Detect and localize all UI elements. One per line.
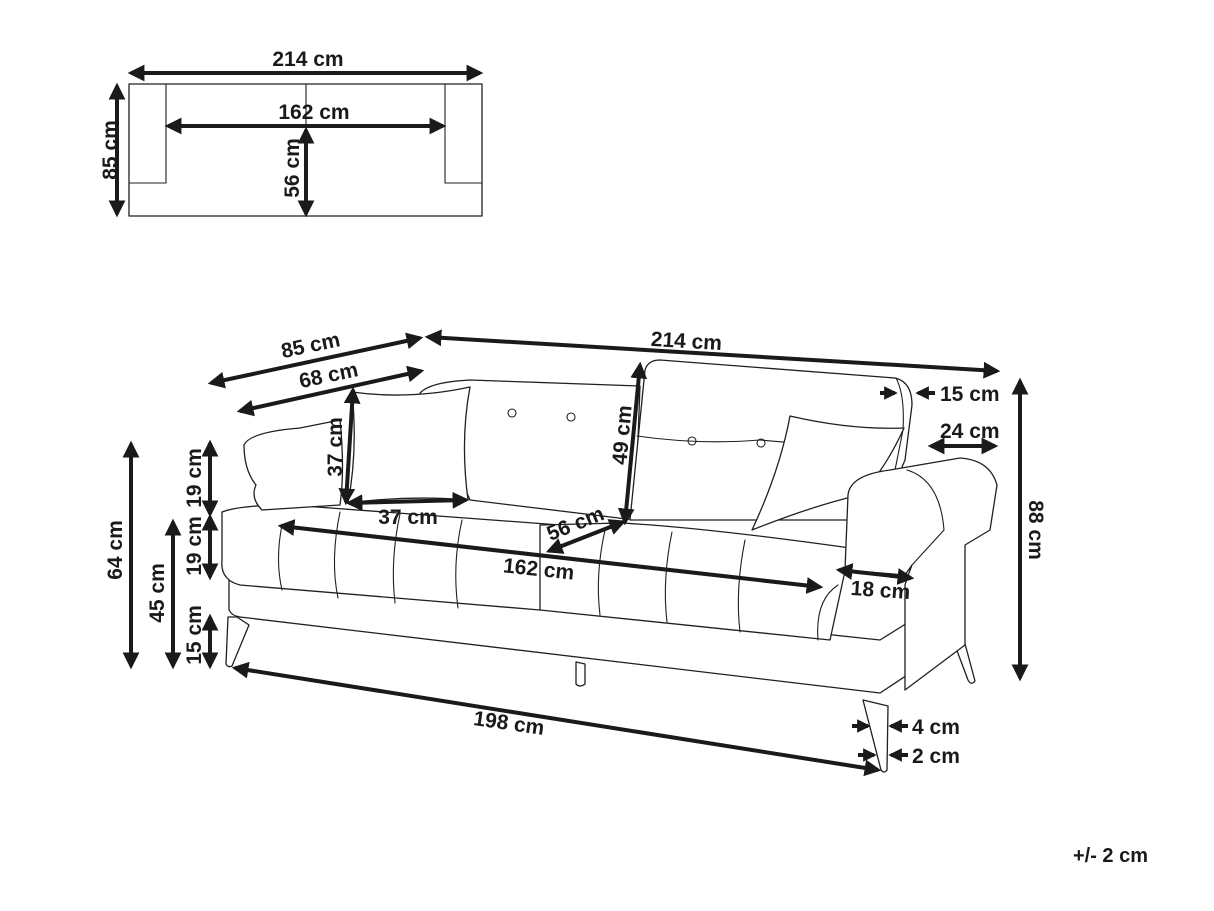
cushion-height-label: 37 cm [324, 417, 347, 477]
inner-depth-arrow [236, 365, 425, 417]
seat-height-label: 45 cm [146, 563, 169, 623]
tuft-button [566, 412, 576, 422]
tuft-button [687, 436, 697, 446]
front-left-leg [225, 616, 250, 668]
leg-bottom-width-label: 2 cm [912, 745, 960, 768]
base-length-arrow [231, 661, 882, 777]
width-arrow [424, 329, 1001, 379]
right-armrest-roll [906, 469, 945, 566]
leg-top-width-label: 4 cm [912, 716, 960, 739]
back-center-leg [575, 661, 586, 687]
seat-thickness-label: 19 cm [183, 516, 206, 576]
top-view-left-arm [128, 83, 167, 184]
backrest-height-label: 49 cm [608, 404, 636, 465]
top-seat-width-label: 162 cm [278, 101, 349, 124]
top-seat-depth-label: 56 cm [281, 138, 304, 198]
top-depth-label: 85 cm [99, 120, 122, 180]
top-view-right-arm [444, 83, 483, 184]
front-right-leg [862, 699, 889, 773]
backrest-thickness-label: 15 cm [940, 383, 1000, 406]
tuft-button [507, 408, 517, 418]
cushion-width-arrow [345, 491, 470, 512]
tolerance-note: +/- 2 cm [1073, 845, 1148, 867]
leg-height-label: 15 cm [183, 605, 206, 665]
armrest-front-arrow [835, 563, 915, 585]
backrest-height-arrow [617, 361, 648, 526]
total-height-label: 88 cm [1024, 500, 1047, 560]
cushion-width-label: 37 cm [378, 506, 438, 529]
seat-width-arrow [277, 519, 824, 594]
dimension-annotations: 85 cm 68 cm 214 cm 15 cm 24 cm 88 cm 37 … [104, 328, 1047, 777]
arm-height-label: 64 cm [104, 520, 127, 580]
back-right-leg [952, 639, 976, 684]
top-view: 214 cm 162 cm 85 cm 56 cm [99, 48, 484, 218]
pillow-left [347, 386, 471, 504]
armrest-front-label: 18 cm [850, 577, 911, 604]
width-label: 214 cm [650, 328, 722, 355]
cushion-height-arrow [338, 386, 361, 506]
base-length-label: 198 cm [472, 707, 546, 740]
tuft-button [756, 438, 766, 448]
top-width-label: 214 cm [272, 48, 343, 71]
arm-above-seat-label: 19 cm [183, 448, 206, 508]
right-armrest-front [817, 584, 839, 641]
armrest-width-label: 24 cm [940, 420, 1000, 443]
